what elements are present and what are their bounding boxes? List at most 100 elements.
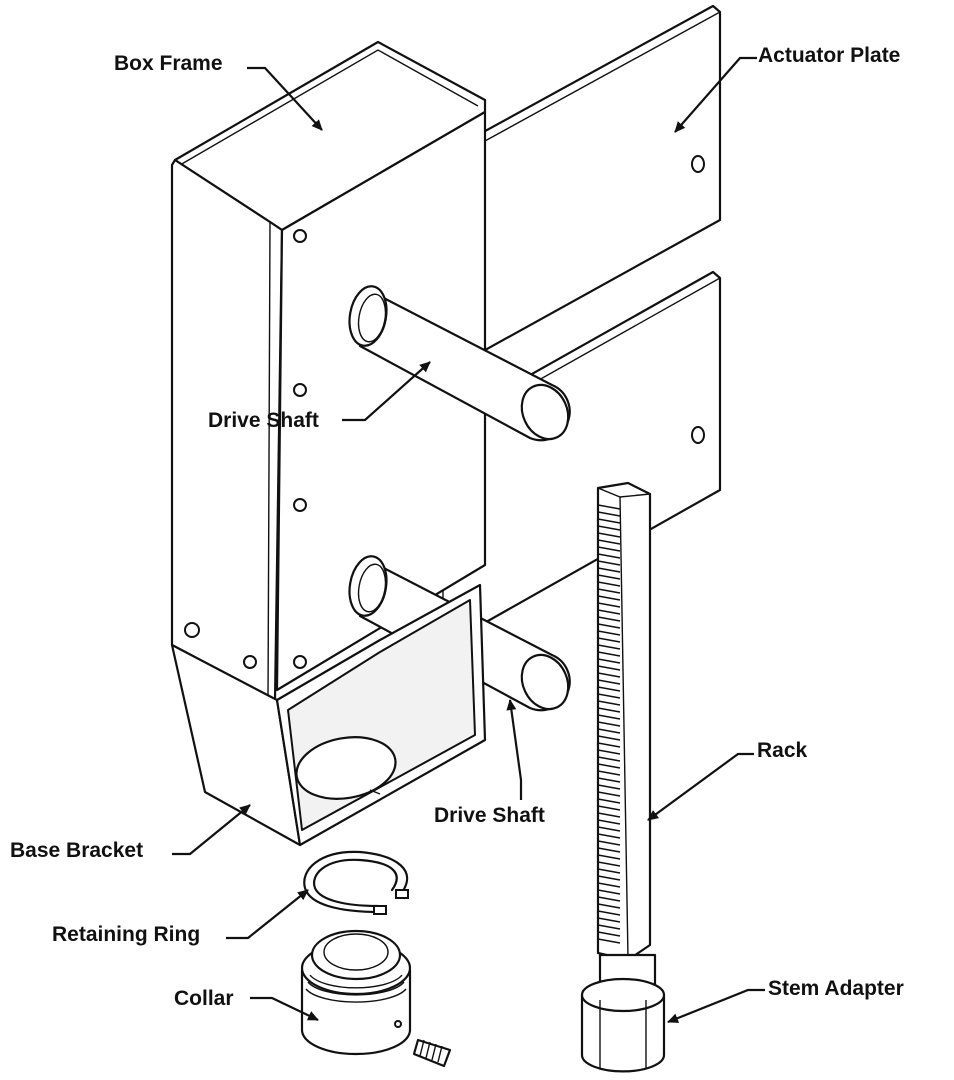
base-bracket bbox=[170, 583, 487, 847]
rack-tooth bbox=[597, 511, 621, 517]
rack-tooth bbox=[597, 630, 621, 636]
rack-tooth bbox=[597, 721, 621, 727]
rack-tooth bbox=[597, 875, 621, 881]
rack-tooth bbox=[597, 847, 621, 853]
rack-tooth bbox=[597, 588, 621, 594]
rack-tooth bbox=[597, 826, 621, 832]
label-drive-shaft-lower: Drive Shaft bbox=[434, 804, 545, 827]
frame-bolt-icon bbox=[293, 383, 307, 397]
label-actuator-plate: Actuator Plate bbox=[758, 44, 900, 67]
frame-bolt-icon bbox=[243, 655, 257, 669]
rack-tooth bbox=[597, 546, 621, 552]
rack-tooth bbox=[597, 693, 621, 699]
frame-bolt-icon bbox=[293, 229, 307, 243]
rack-tooth bbox=[597, 742, 621, 748]
rack-tooth bbox=[597, 672, 621, 678]
label-rack: Rack bbox=[757, 739, 808, 762]
rack-tooth bbox=[597, 882, 621, 888]
rack-tooth bbox=[597, 714, 621, 720]
rack-tooth bbox=[597, 938, 621, 944]
rack-tooth bbox=[597, 798, 621, 804]
collar-leader bbox=[250, 996, 319, 1021]
label-retaining-ring: Retaining Ring bbox=[52, 923, 200, 946]
label-collar: Collar bbox=[174, 987, 234, 1010]
label-drive-shaft-upper: Drive Shaft bbox=[208, 409, 319, 432]
rack-tooth bbox=[597, 581, 621, 587]
label-base-bracket: Base Bracket bbox=[10, 839, 143, 862]
rack-tooth bbox=[597, 763, 621, 769]
rack-tooth bbox=[597, 609, 621, 615]
rack-tooth bbox=[597, 602, 621, 608]
rack-tooth bbox=[597, 917, 621, 923]
rack-tooth bbox=[597, 679, 621, 685]
rack-tooth bbox=[597, 833, 621, 839]
rack-tooth bbox=[597, 567, 621, 573]
base-bracket-leader bbox=[172, 804, 251, 856]
rack-tooth bbox=[597, 749, 621, 755]
rack-tooth bbox=[597, 770, 621, 776]
rack-tooth bbox=[597, 623, 621, 629]
rack-tooth bbox=[597, 819, 621, 825]
frame-bolt-icon bbox=[293, 498, 307, 512]
rack-tooth bbox=[597, 665, 621, 671]
frame-bolt-icon bbox=[293, 655, 307, 669]
box-frame-leader bbox=[247, 66, 323, 131]
rack-tooth bbox=[597, 861, 621, 867]
rack-tooth bbox=[597, 868, 621, 874]
rack-tooth bbox=[597, 525, 621, 531]
ring-eyelet-icon bbox=[373, 905, 387, 915]
rack-tooth bbox=[597, 518, 621, 524]
rack-tooth bbox=[597, 686, 621, 692]
rack-tooth bbox=[597, 854, 621, 860]
rack-tooth bbox=[597, 812, 621, 818]
rack-tooth bbox=[597, 924, 621, 930]
frame-bolt-icon bbox=[184, 622, 200, 638]
rack-tooth bbox=[597, 903, 621, 909]
collar-hole-icon bbox=[394, 1020, 402, 1028]
rack-tooth bbox=[597, 805, 621, 811]
stem-adapter-leader bbox=[667, 988, 765, 1024]
drive-shaft-lower-leader bbox=[506, 699, 523, 800]
rack-tooth bbox=[597, 756, 621, 762]
rack-tooth bbox=[597, 707, 621, 713]
rack-tooth bbox=[597, 728, 621, 734]
rack-tooth bbox=[597, 539, 621, 545]
rack-tooth bbox=[597, 910, 621, 916]
rack-tooth bbox=[597, 574, 621, 580]
ring-eyelet-icon bbox=[395, 889, 409, 899]
stem-adapter bbox=[580, 953, 666, 1073]
rack-tooth bbox=[597, 532, 621, 538]
rack-tooth bbox=[597, 735, 621, 741]
rack-tooth bbox=[597, 791, 621, 797]
rack-tooth bbox=[597, 616, 621, 622]
rack-tooth bbox=[597, 644, 621, 650]
rack-tooth bbox=[597, 553, 621, 559]
set-screw bbox=[412, 1038, 452, 1068]
rack-tooth bbox=[597, 784, 621, 790]
plate-bolt-icon bbox=[691, 426, 705, 444]
drive-shaft-upper-leader bbox=[342, 361, 431, 422]
rack-tooth bbox=[597, 896, 621, 902]
rack-leader bbox=[647, 752, 754, 821]
rack-tooth bbox=[597, 889, 621, 895]
rack bbox=[596, 481, 652, 962]
actuator-plate-leader bbox=[674, 56, 757, 133]
rack-tooth bbox=[597, 560, 621, 566]
drive-shaft-upper bbox=[348, 285, 571, 442]
rack-tooth bbox=[597, 504, 621, 510]
rack-tooth bbox=[597, 700, 621, 706]
rack-tooth bbox=[597, 931, 621, 937]
rack-tooth bbox=[597, 777, 621, 783]
label-stem-adapter: Stem Adapter bbox=[768, 977, 904, 1000]
retaining-ring-leader bbox=[226, 889, 309, 940]
rack-tooth bbox=[597, 658, 621, 664]
rack-tooth bbox=[597, 651, 621, 657]
rack-tooth bbox=[597, 595, 621, 601]
collar bbox=[300, 929, 412, 1056]
box-frame bbox=[170, 40, 487, 702]
retaining-ring bbox=[303, 850, 409, 915]
rack-tooth bbox=[597, 840, 621, 846]
plate-bolt-icon bbox=[691, 155, 705, 173]
